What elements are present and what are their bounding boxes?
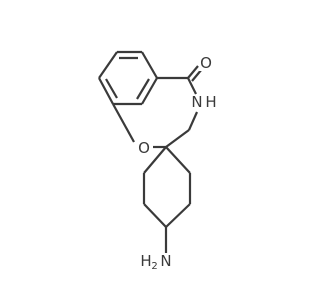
amide-hydrogen-label: H (205, 93, 217, 111)
bond (165, 203, 191, 228)
ether-oxygen-label: O (137, 139, 151, 157)
bond (98, 77, 114, 105)
bond (187, 77, 197, 95)
bond (165, 146, 191, 174)
amine-nitrogen-label: N (159, 252, 173, 270)
carbonyl-oxygen-label: O (199, 54, 213, 72)
bond (141, 51, 158, 79)
bond (191, 68, 203, 82)
bond (143, 146, 167, 174)
bond (165, 129, 190, 148)
amine-hydrogen-count-label: 2 (151, 261, 158, 272)
bond (141, 77, 158, 105)
bond (187, 111, 199, 131)
bond (105, 78, 118, 99)
bond (187, 65, 199, 79)
bond (143, 203, 167, 228)
bond (112, 103, 135, 143)
bond-layer (98, 50, 203, 253)
bond (98, 51, 118, 79)
bond (136, 78, 150, 100)
amide-nitrogen-label: N (190, 93, 204, 111)
amine-hydrogen-label: H (140, 252, 152, 270)
structure-diagram: O N H O H 2 N (98, 50, 217, 272)
